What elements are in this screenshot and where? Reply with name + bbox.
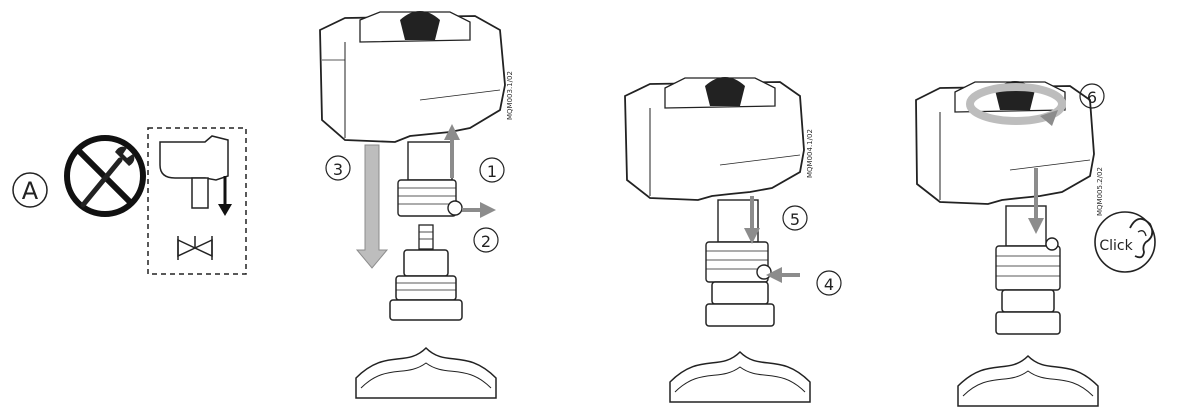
figure-code-3: MQM005.2/02 xyxy=(1096,167,1104,216)
pipe xyxy=(355,347,497,399)
actuator-orientation-icon xyxy=(159,135,232,216)
figure-code-1: MQM003.1/02 xyxy=(506,71,514,120)
ear-icon xyxy=(1129,218,1154,259)
actuator xyxy=(915,81,1095,205)
pipe xyxy=(957,355,1099,407)
step-5-circle xyxy=(782,205,808,231)
figure-mount: 5 4 MQM004.1/02 xyxy=(624,77,842,403)
click-label: Click xyxy=(1099,238,1133,254)
valve-body xyxy=(389,249,463,321)
step-1-label: 1 xyxy=(487,162,497,181)
coupling xyxy=(995,205,1061,291)
rotate-arrowhead xyxy=(1040,110,1058,126)
arrow-step-3 xyxy=(355,144,389,269)
step-1-circle xyxy=(479,157,505,183)
step-5-label: 5 xyxy=(790,210,800,229)
section-a-label: A xyxy=(22,177,39,205)
valve-body xyxy=(995,289,1061,335)
figure-lock: 6 MQM005.2/02 Click xyxy=(915,81,1156,407)
coupling xyxy=(397,141,463,217)
rotate-arrow-step-6 xyxy=(966,83,1066,125)
step-3-circle xyxy=(325,155,351,181)
step-4-label: 4 xyxy=(824,275,834,294)
orientation-box xyxy=(147,127,247,275)
valve-stem xyxy=(418,224,434,250)
actuator xyxy=(624,77,805,201)
actuator xyxy=(319,11,506,143)
step-2-circle xyxy=(473,227,499,253)
step-3-label: 3 xyxy=(333,160,343,179)
click-indicator: Click xyxy=(1094,211,1156,273)
step-4-circle xyxy=(816,270,842,296)
coupling xyxy=(705,199,772,283)
no-wrench-icon xyxy=(64,135,146,217)
section-a-circle xyxy=(12,172,48,208)
pipe xyxy=(669,351,811,403)
figure-code-2: MQM004.1/02 xyxy=(806,129,814,178)
section-a: A xyxy=(12,127,247,275)
step-2-label: 2 xyxy=(481,232,491,251)
step-6-label: 6 xyxy=(1087,88,1097,107)
step-6-circle xyxy=(1079,83,1105,109)
valve-symbol-icon xyxy=(177,236,213,260)
valve-body xyxy=(705,281,775,327)
figure-remove: 3 1 2 MQM003.1/02 xyxy=(319,11,514,399)
